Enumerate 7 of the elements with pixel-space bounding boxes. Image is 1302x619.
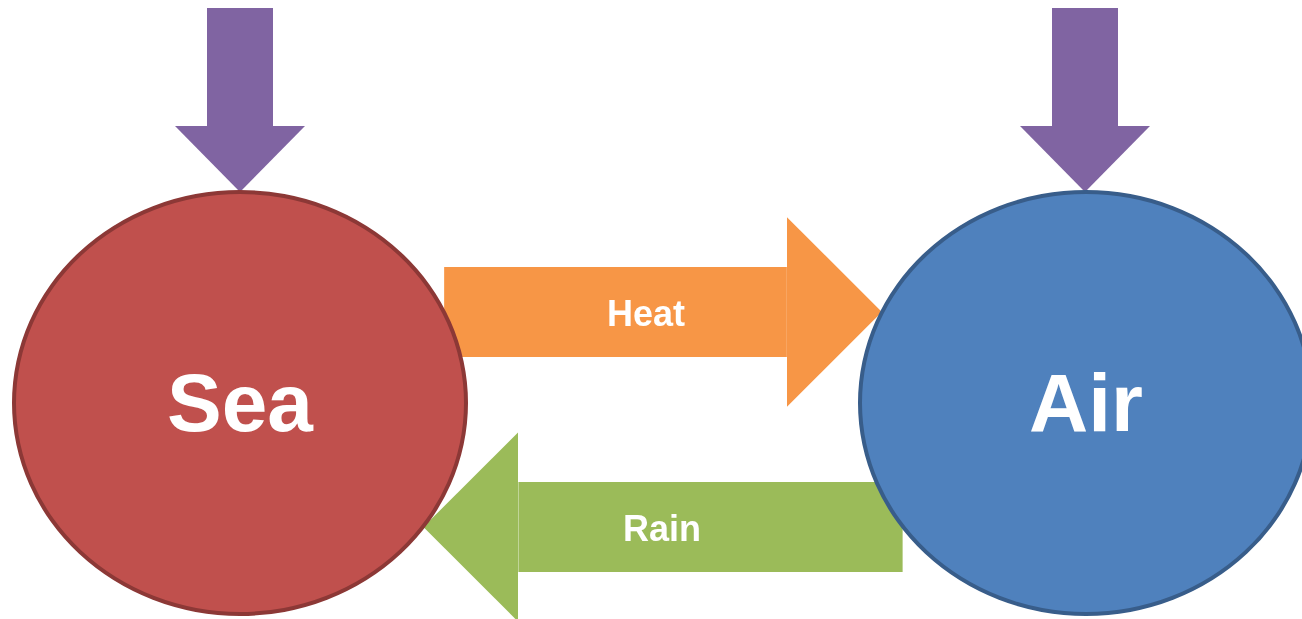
block-arrow bbox=[423, 432, 903, 619]
node-label: Sea bbox=[167, 356, 313, 450]
block-arrow bbox=[175, 8, 305, 192]
block-arrow bbox=[1020, 8, 1150, 192]
edge-label: Heat bbox=[607, 293, 685, 335]
edge-label: Rain bbox=[623, 508, 701, 550]
node-label: Air bbox=[1029, 356, 1143, 450]
